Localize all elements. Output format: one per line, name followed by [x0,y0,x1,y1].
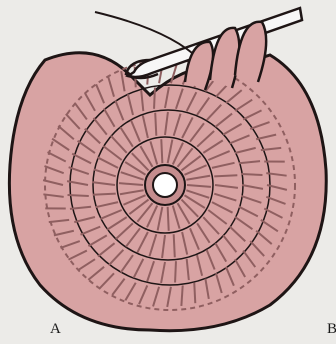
stitch-mark [175,261,176,282]
stitch-mark [68,195,89,196]
stitch-mark [155,113,156,136]
stitch-mark [181,285,182,305]
stitch-mark [154,88,155,109]
label-a: A [50,321,61,338]
stitch-mark [214,175,237,176]
crochet-motif [9,53,326,331]
label-b: B [327,321,336,338]
stitch-mark [93,194,116,195]
stitch-mark [168,207,169,231]
stitch-mark [174,234,175,257]
center-hole [153,173,177,197]
stitch-mark [161,139,162,163]
stitch-mark [241,174,262,175]
stitch-mark [194,283,195,303]
